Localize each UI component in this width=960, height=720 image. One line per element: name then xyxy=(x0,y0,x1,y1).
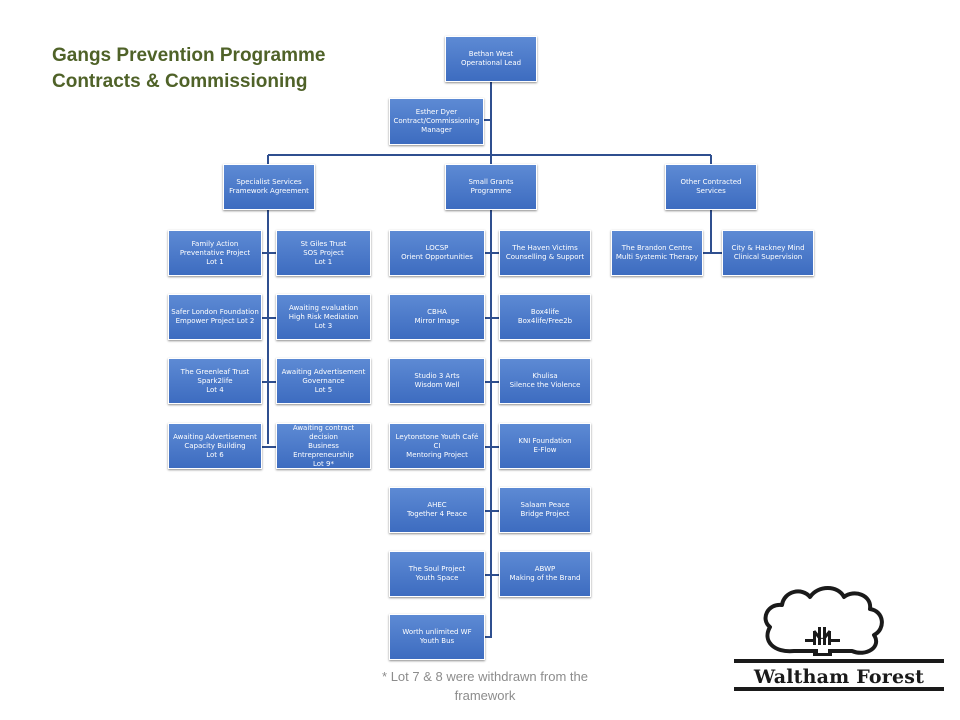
node-st-giles: St Giles Trust SOS Project Lot 1 xyxy=(276,230,371,276)
node-text: Clinical Supervision xyxy=(733,253,803,261)
node-text: Youth Space xyxy=(415,574,459,582)
node-text: LOCSP xyxy=(425,244,449,252)
node-text: Awaiting Advertisement Governance xyxy=(281,367,366,385)
node-text: Lot 3 xyxy=(314,321,333,330)
page-title: Gangs Prevention Programme Contracts & C… xyxy=(52,43,325,95)
node-text: Lot 6 xyxy=(206,450,224,459)
node-text: Box4life/Free2b xyxy=(517,317,573,325)
node-text: St Giles Trust xyxy=(300,239,347,248)
node-khulisa: Khulisa Silence the Violence xyxy=(499,358,591,404)
node-text: Mentoring Project xyxy=(406,450,468,459)
node-text: Lot 9* xyxy=(313,459,334,468)
node-text: Youth Bus xyxy=(419,637,455,645)
node-the-haven: The Haven Victims Counselling & Support xyxy=(499,230,591,276)
node-text: Lot 1 xyxy=(206,257,224,266)
node-text: Leytonstone Youth Café CI xyxy=(395,432,479,450)
node-text: Business Entrepreneurship xyxy=(293,441,354,459)
node-text: The Brandon Centre xyxy=(621,244,693,252)
node-text: Bethan West xyxy=(468,50,514,58)
node-kni-foundation: KNI Foundation E-Flow xyxy=(499,423,591,469)
node-text: Lot 4 xyxy=(206,385,224,394)
node-text: Empower Project Lot 2 xyxy=(175,317,255,325)
node-text: Worth unlimited WF xyxy=(402,628,472,636)
node-text: Lot 1 xyxy=(314,257,333,266)
node-text: Awaiting contract decision xyxy=(292,423,355,441)
node-text: Bridge Project xyxy=(520,510,570,518)
waltham-forest-tree-logo xyxy=(734,586,944,691)
node-business-entrepreneurship: Awaiting contract decision Business Entr… xyxy=(276,423,371,469)
node-esther-dyer: Esther Dyer Contract/Commissioning Manag… xyxy=(389,98,484,145)
node-text: Awaiting Advertisement Capacity Building xyxy=(173,432,257,450)
node-text: E-Flow xyxy=(533,446,557,454)
node-text: CBHA xyxy=(427,308,447,316)
node-cbha: CBHA Mirror Image xyxy=(389,294,485,340)
node-text: AHEC xyxy=(427,501,447,509)
node-safer-london: Safer London Foundation Empower Project … xyxy=(168,294,262,340)
node-text: The Haven Victims Counselling & Support xyxy=(505,244,585,261)
node-other-contracted: Other Contracted Services xyxy=(665,164,757,210)
node-text: Specialist Services Framework Agreement xyxy=(229,178,309,195)
node-text: SOS Project xyxy=(303,248,344,257)
footnote: * Lot 7 & 8 were withdrawn from the fram… xyxy=(382,669,588,703)
node-text: Together 4 Peace xyxy=(406,510,468,518)
node-city-hackney-mind: City & Hackney Mind Clinical Supervision xyxy=(722,230,814,276)
node-text: Making of the Brand xyxy=(509,574,581,582)
node-text: ABWP xyxy=(534,565,556,573)
node-governance: Awaiting Advertisement Governance Lot 5 xyxy=(276,358,371,404)
node-capacity-building: Awaiting Advertisement Capacity Building… xyxy=(168,423,262,469)
node-studio-3-arts: Studio 3 Arts Wisdom Well xyxy=(389,358,485,404)
node-text: Studio 3 Arts xyxy=(414,372,460,380)
node-text: Lot 5 xyxy=(314,385,333,394)
node-text: Khulisa xyxy=(532,372,558,380)
node-locsp: LOCSP Orient Opportunities xyxy=(389,230,485,276)
node-text: KNI Foundation xyxy=(518,437,572,445)
node-salaam-peace: Salaam Peace Bridge Project xyxy=(499,487,591,533)
node-text: Family Action Preventative Project xyxy=(179,239,251,257)
node-soul-project: The Soul Project Youth Space xyxy=(389,551,485,597)
node-bethan-west: Bethan West Operational Lead xyxy=(445,36,537,82)
node-text: The Greenleaf Trust Spark2life xyxy=(180,367,250,385)
title-line-1: Gangs Prevention Programme xyxy=(52,45,326,66)
node-text: Safer London Foundation xyxy=(171,308,259,316)
node-text: Awaiting evaluation xyxy=(288,303,359,312)
node-specialist-services: Specialist Services Framework Agreement xyxy=(223,164,315,210)
node-text: Operational Lead xyxy=(460,59,522,67)
node-text: Other Contracted Services xyxy=(680,178,742,195)
node-text: Contract/Commissioning Manager xyxy=(393,117,480,134)
node-box4life: Box4life Box4life/Free2b xyxy=(499,294,591,340)
node-family-action: Family Action Preventative Project Lot 1 xyxy=(168,230,262,276)
node-text: Orient Opportunities xyxy=(401,253,473,261)
node-abwp: ABWP Making of the Brand xyxy=(499,551,591,597)
node-text: The Soul Project xyxy=(408,565,466,573)
node-text: City & Hackney Mind xyxy=(731,244,805,252)
title-line-2: Contracts & Commissioning xyxy=(52,71,308,92)
node-high-risk-mediation: Awaiting evaluation High Risk Mediation … xyxy=(276,294,371,340)
node-text: Esther Dyer xyxy=(415,108,458,116)
node-text: Salaam Peace xyxy=(520,501,570,509)
node-text: Small Grants Programme xyxy=(468,178,514,195)
node-text: Wisdom Well xyxy=(414,381,460,389)
node-text: High Risk Mediation xyxy=(288,312,359,321)
logo-wordmark: Waltham Forest xyxy=(753,666,925,688)
node-text: Silence the Violence xyxy=(509,381,581,389)
node-ahec: AHEC Together 4 Peace xyxy=(389,487,485,533)
node-small-grants: Small Grants Programme xyxy=(445,164,537,210)
node-leytonstone-youth-cafe: Leytonstone Youth Café CI Mentoring Proj… xyxy=(389,423,485,469)
node-text: Box4life xyxy=(530,308,560,316)
node-brandon-centre: The Brandon Centre Multi Systemic Therap… xyxy=(611,230,703,276)
node-text: Mirror Image xyxy=(414,317,460,325)
node-text: Multi Systemic Therapy xyxy=(615,253,699,261)
node-worth-unlimited: Worth unlimited WF Youth Bus xyxy=(389,614,485,660)
node-greenleaf-trust: The Greenleaf Trust Spark2life Lot 4 xyxy=(168,358,262,404)
